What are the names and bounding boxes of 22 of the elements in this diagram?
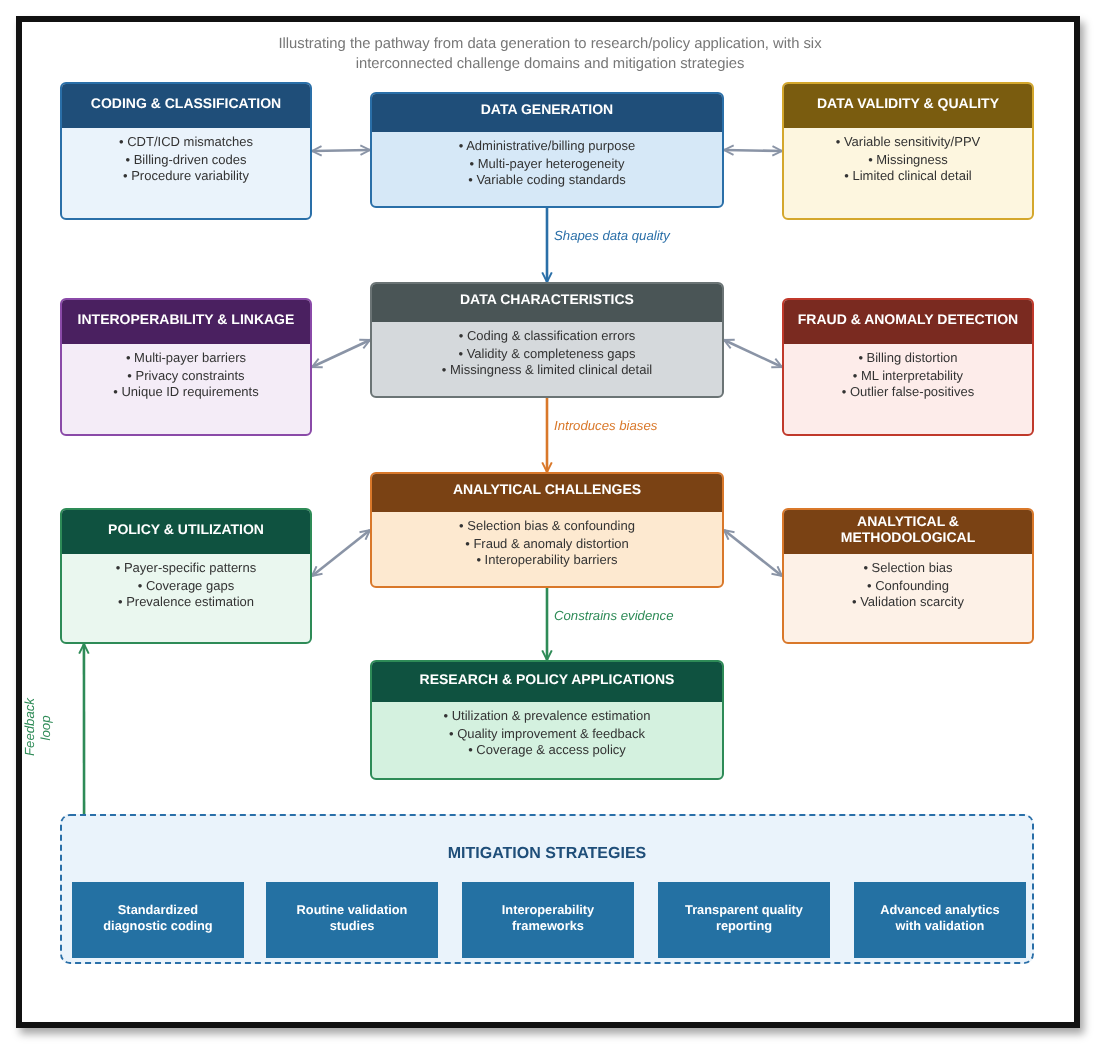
domain-card [60,508,312,644]
arrow [311,529,371,577]
arrow [723,144,783,157]
arrow [541,588,553,661]
domain-card [782,82,1034,220]
domain-card [370,660,724,780]
arrow [541,208,553,283]
arrow [78,643,90,814]
domain-card [782,508,1034,644]
domain-card [370,92,724,208]
domain-card [370,472,724,588]
arrow [311,338,371,369]
arrow [723,529,783,577]
arrow [311,144,371,157]
dashed-group-panel [60,814,1034,964]
group-heading: MITIGATION STRATEGIES [445,844,649,862]
domain-card [782,298,1034,436]
domain-card [60,82,312,220]
domain-card [60,298,312,436]
arrow [541,398,553,473]
domain-card [370,282,724,398]
arrow [723,338,783,369]
